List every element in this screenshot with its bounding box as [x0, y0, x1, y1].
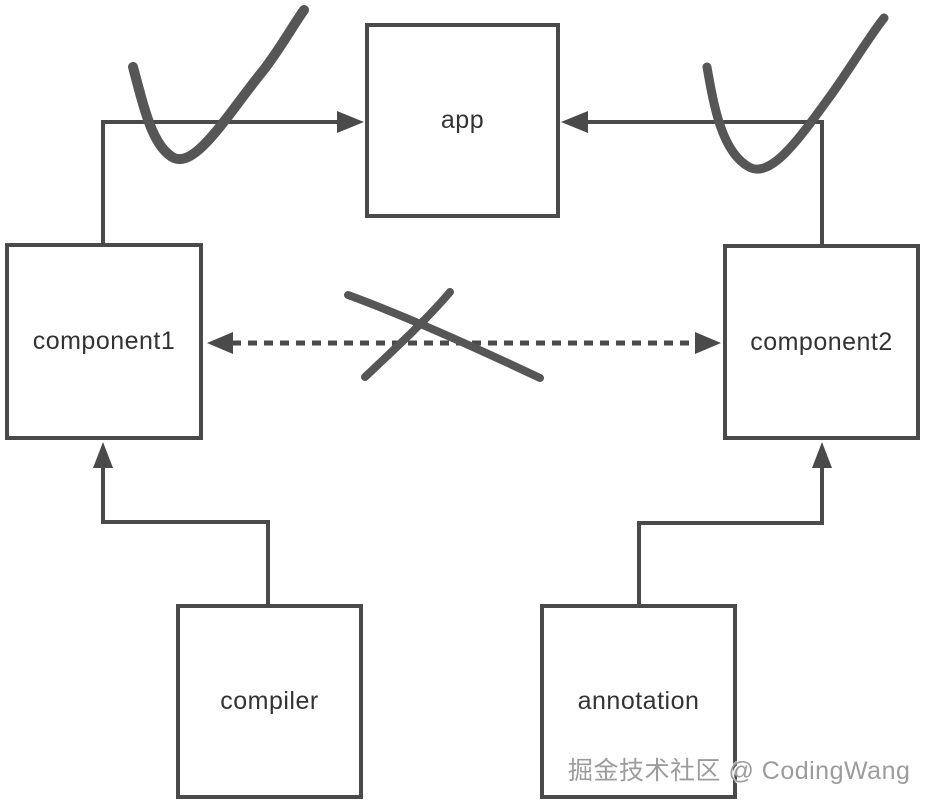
node-annotation: annotation	[540, 604, 737, 799]
watermark: 掘金技术社区 @ CodingWang	[568, 757, 911, 785]
node-component2: component2	[723, 244, 920, 440]
node-app: app	[365, 23, 560, 218]
node-component2-label: component2	[750, 327, 893, 356]
checkmark-icon-right	[702, 13, 889, 174]
edge-component2-to-app	[561, 111, 824, 244]
arrowhead-left-icon	[207, 332, 233, 354]
node-compiler: compiler	[176, 604, 363, 799]
arrowhead-right-icon	[695, 332, 721, 354]
arrowhead-up-icon	[812, 442, 832, 468]
node-compiler-label: compiler	[220, 687, 319, 715]
edge-annotation-to-component2	[637, 442, 832, 604]
edge-component1-to-app	[101, 111, 364, 243]
node-component1: component1	[5, 243, 203, 440]
node-annotation-label: annotation	[577, 687, 700, 715]
arrowhead-up-icon	[93, 442, 113, 468]
node-component1-label: component1	[32, 327, 176, 355]
checkmark-icon-left	[128, 5, 309, 165]
edge-compiler-to-component1	[93, 442, 270, 604]
cross-icon	[344, 288, 544, 382]
node-app-label: app	[440, 106, 485, 134]
arrowhead-left-icon	[561, 111, 588, 133]
arrowhead-right-icon	[337, 111, 364, 133]
